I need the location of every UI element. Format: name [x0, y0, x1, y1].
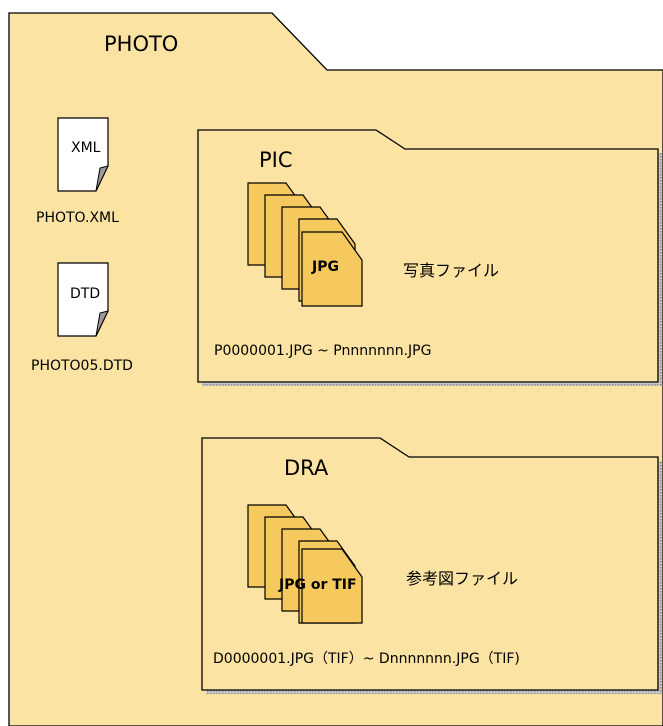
- pic-range-label: P0000001.JPG ~ Pnnnnnnn.JPG: [214, 343, 432, 359]
- dtd-document-icon[interactable]: [57, 262, 109, 337]
- xml-filename-label: PHOTO.XML: [36, 210, 119, 226]
- dra-folder-label: DRA: [284, 456, 329, 480]
- dtd-badge-label: DTD: [70, 286, 101, 302]
- dtd-filename-label: PHOTO05.DTD: [31, 358, 133, 374]
- dra-description-label: 参考図ファイル: [406, 569, 519, 588]
- root-folder-label: PHOTO: [104, 32, 179, 56]
- pic-folder-label: PIC: [259, 148, 293, 172]
- subfolder-pic[interactable]: [197, 129, 662, 386]
- pic-description-label: 写真ファイル: [403, 261, 500, 280]
- xml-document-icon[interactable]: [57, 117, 109, 192]
- dra-file-stack-icon: [247, 504, 363, 624]
- subfolder-dra[interactable]: [201, 437, 662, 694]
- dra-range-label: D0000001.JPG（TIF）~ Dnnnnnnn.JPG（TIF): [213, 651, 520, 667]
- xml-badge-label: XML: [71, 140, 101, 156]
- dra-file-type-label: JPG or TIF: [279, 577, 357, 593]
- pic-file-stack-icon: [247, 182, 363, 307]
- pic-file-type-label: JPG: [312, 259, 339, 275]
